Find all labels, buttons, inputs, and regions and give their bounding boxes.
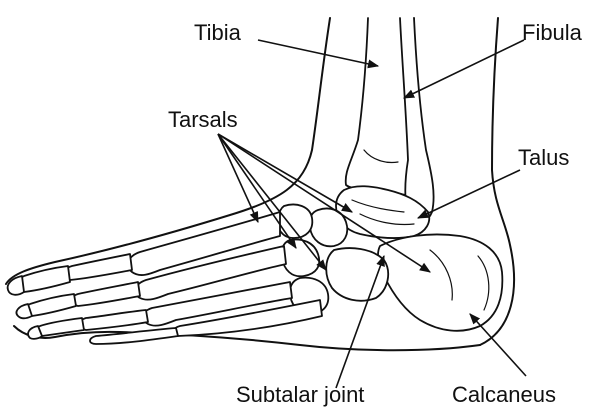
cuneiform-1 [276,203,314,239]
toe-bones [6,253,179,345]
label-tarsals: Tarsals [168,107,238,132]
calcaneus-bone [377,233,504,332]
label-subtalar-joint: Subtalar joint [236,382,364,407]
cuboid-bone [325,247,390,302]
toe-2-distal [24,293,77,317]
label-fibula: Fibula [522,20,583,45]
toe-2-proximal [71,281,141,307]
leader-lines [217,39,527,389]
skin-outline-front [5,17,331,285]
toe-3-tip [27,325,43,340]
leader-tarsals-1 [217,133,259,224]
labels: Tibia Fibula Tarsals Talus Subtalar join… [168,20,583,407]
toe-4 [89,327,179,345]
leader-tarsals-3 [217,133,327,271]
metatarsal-1 [126,211,281,276]
skin-outline-back [479,17,516,346]
label-talus: Talus [518,145,569,170]
toe-2-tip [15,303,33,320]
cuneiform-2 [280,238,321,278]
leader-fibula [402,39,525,99]
leader-tarsals-2 [217,133,297,249]
label-tibia: Tibia [194,20,242,45]
leader-tarsals-5 [217,133,431,273]
leader-subtalar-joint [335,254,385,389]
leader-calcaneus [469,313,527,377]
tarsal-bones [276,203,390,315]
leader-talus [416,169,521,219]
metatarsal-bones [126,211,323,337]
metatarsal-3 [141,281,293,327]
toe-3-proximal [79,309,149,331]
metatarsal-2 [134,245,287,301]
leader-tarsals-4 [217,133,353,213]
toe-1-tip [6,275,25,296]
label-calcaneus: Calcaneus [452,382,556,407]
leader-tibia [257,39,380,69]
